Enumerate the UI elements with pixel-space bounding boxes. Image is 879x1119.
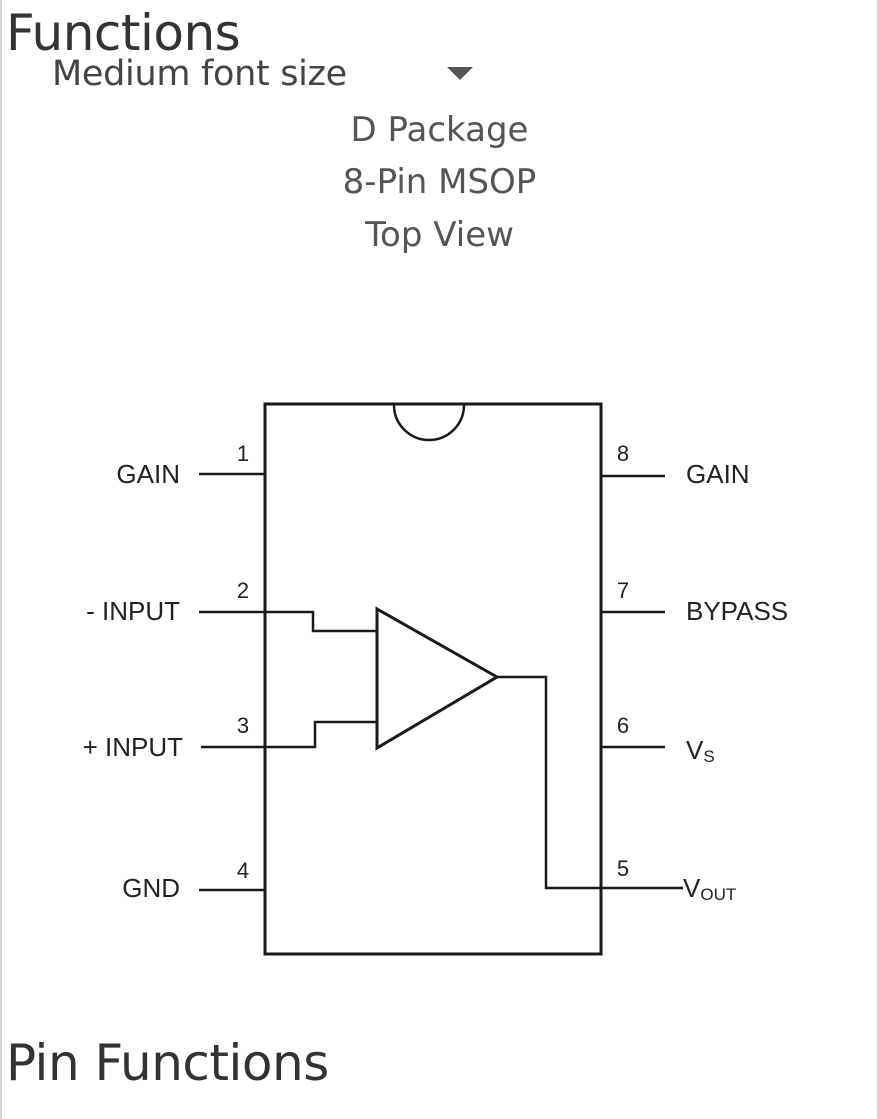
pin-number: 6: [617, 713, 629, 738]
pin-label-vout: VOUT: [683, 873, 736, 904]
functions-heading: Functions: [6, 4, 241, 62]
package-caption-line3: Top View: [365, 215, 514, 255]
caret-down-icon[interactable]: [447, 67, 473, 80]
pin-label-subscript: S: [703, 747, 714, 766]
pin-number: 2: [237, 578, 249, 603]
pin-number: 8: [617, 441, 629, 466]
chip-notch: [392, 404, 466, 442]
package-caption-line2: 8-Pin MSOP: [342, 162, 537, 202]
chip-body: [263, 402, 603, 956]
pin-label-main: V: [686, 735, 704, 765]
pin-number: 4: [237, 858, 249, 883]
pin-number: 3: [237, 713, 249, 738]
pin-number: 5: [617, 856, 629, 881]
pin-number: 7: [617, 578, 629, 603]
wire-plus-input: [265, 720, 377, 749]
amplifier-triangle-icon: [375, 606, 500, 751]
pin-label: GND: [122, 873, 180, 903]
pin-label: - INPUT: [86, 596, 180, 626]
font-size-dropdown[interactable]: Medium font size: [52, 54, 482, 94]
package-caption-line1: D Package: [350, 110, 529, 150]
font-size-dropdown-value: Medium font size: [52, 54, 347, 94]
pin-label-subscript: OUT: [700, 885, 736, 904]
pin-label: GAIN: [686, 459, 750, 489]
pin-functions-heading: Pin Functions: [6, 1034, 329, 1092]
wire-minus-input: [265, 610, 377, 633]
pin-number: 1: [237, 441, 249, 466]
pin-label-vs: VS: [686, 735, 715, 766]
pin-label: + INPUT: [83, 732, 184, 762]
wire-output: [497, 675, 601, 890]
pin-label-main: V: [683, 873, 701, 903]
pin-label: GAIN: [116, 459, 180, 489]
pin-label: BYPASS: [686, 596, 788, 626]
